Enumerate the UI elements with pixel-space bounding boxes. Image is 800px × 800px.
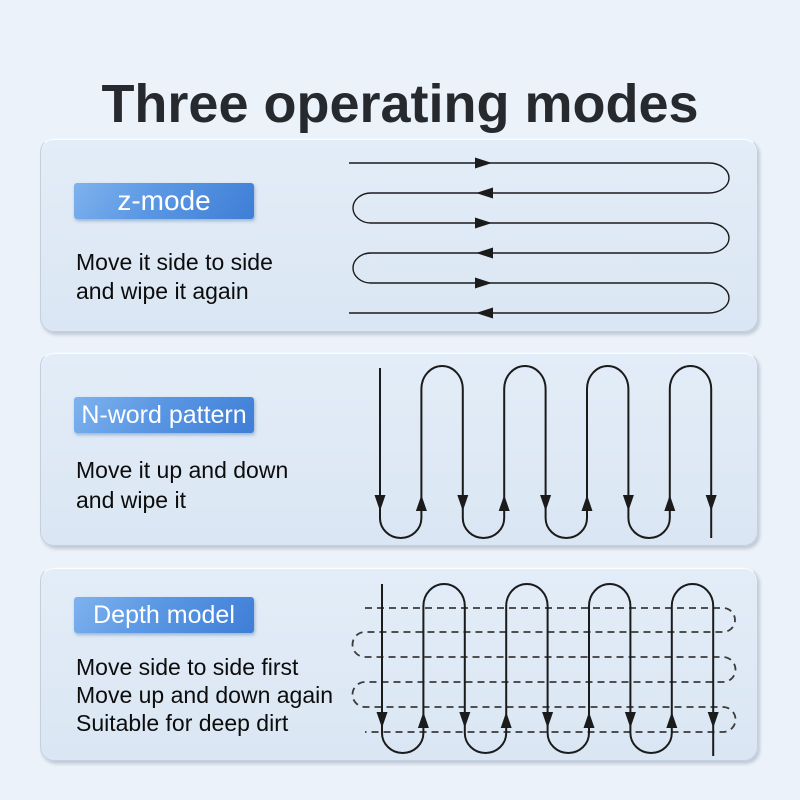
description-line: Suitable for deep dirt	[76, 710, 289, 736]
arrow-down-icon	[459, 712, 471, 728]
description-line: Move it side to side	[76, 249, 273, 275]
description-line: Move up and down again	[76, 682, 334, 708]
arrow-down-icon	[457, 495, 469, 511]
arrow-down-icon	[374, 495, 386, 511]
description-line: Move it up and down	[76, 457, 289, 483]
description-line: and wipe it again	[76, 278, 249, 304]
arrow-down-icon	[707, 712, 719, 728]
arrow-down-icon	[540, 495, 552, 511]
arrow-up-icon	[583, 712, 595, 728]
serpentine-path	[379, 365, 713, 539]
z-mode-badge: z-mode	[74, 183, 254, 219]
page-title: Three operating modes	[101, 74, 699, 135]
arrow-down-icon	[376, 712, 388, 728]
arrow-right-icon	[475, 277, 492, 289]
n-word-pattern-description: Move it up and down and wipe it	[76, 455, 288, 515]
arrow-up-icon	[500, 712, 512, 728]
arrow-up-icon	[417, 712, 429, 728]
combined-serpentine-diagram	[351, 583, 737, 756]
arrow-right-icon	[475, 217, 492, 229]
arrow-up-icon	[666, 712, 678, 728]
arrow-down-icon	[624, 712, 636, 728]
description-line: and wipe it	[76, 487, 186, 513]
solid-vertical-serpentine-path	[381, 583, 715, 756]
arrow-up-icon	[664, 495, 676, 511]
arrow-down-icon	[542, 712, 554, 728]
description-line: Move side to side first	[76, 654, 299, 680]
depth-model-badge: Depth model	[74, 597, 254, 633]
arrow-up-icon	[415, 495, 427, 511]
horizontal-serpentine-diagram	[349, 157, 730, 319]
panel-n-word-pattern: N-word pattern Move it up and down and w…	[40, 352, 758, 546]
arrow-left-icon	[476, 247, 493, 259]
panel-depth-model: Depth model Move side to side first Move…	[40, 567, 758, 761]
depth-model-description: Move side to side first Move up and down…	[76, 653, 333, 737]
n-word-pattern-badge: N-word pattern	[74, 397, 254, 433]
arrow-left-icon	[476, 307, 493, 319]
arrow-up-icon	[498, 495, 510, 511]
panel-z-mode: z-mode Move it side to side and wipe it …	[40, 138, 758, 332]
arrow-down-icon	[705, 495, 717, 511]
dashed-horizontal-serpentine-path	[351, 607, 737, 733]
z-mode-description: Move it side to side and wipe it again	[76, 248, 273, 306]
vertical-serpentine-diagram	[374, 365, 717, 539]
arrow-down-icon	[622, 495, 634, 511]
serpentine-path	[349, 162, 730, 314]
arrow-right-icon	[475, 157, 492, 169]
arrow-up-icon	[581, 495, 593, 511]
arrow-left-icon	[476, 187, 493, 199]
